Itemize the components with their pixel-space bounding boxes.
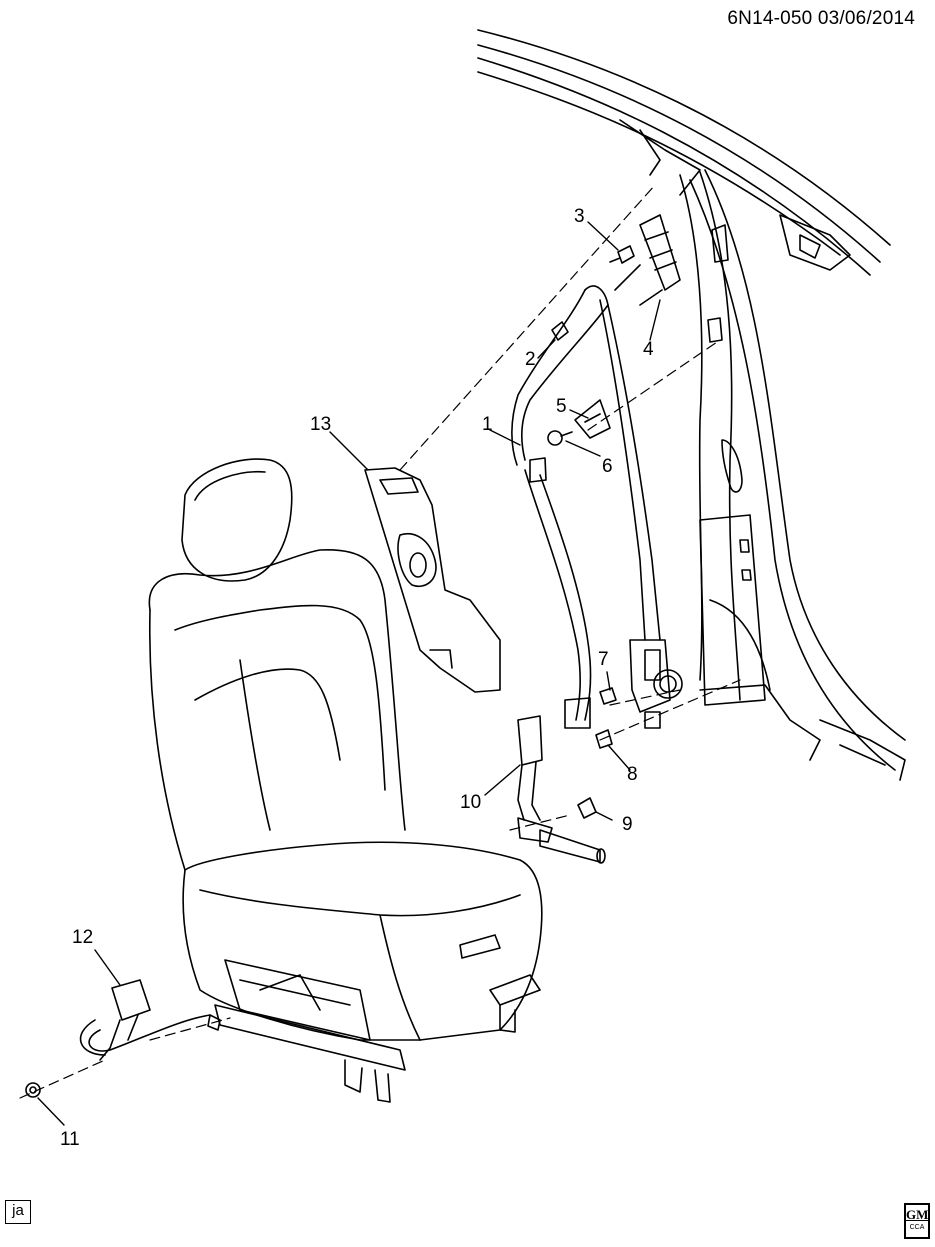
callout-7: 7 (598, 649, 609, 670)
buckle-part-12 (79, 979, 221, 1061)
bolt-part-7 (599, 687, 617, 705)
seat (148, 458, 543, 1103)
buckle-part-10 (517, 715, 606, 864)
height-adjuster-part-4 (614, 214, 681, 306)
callout-4: 4 (643, 339, 654, 360)
callout-labels: 1 2 3 4 5 6 7 8 9 10 11 12 13 (60, 206, 654, 1150)
body-pillar (477, 29, 906, 781)
callout-12: 12 (72, 927, 93, 948)
callout-13: 13 (310, 414, 331, 435)
bolt-part-9 (577, 797, 597, 819)
gm-logo-text: GM (906, 1207, 929, 1222)
callout-6: 6 (602, 456, 613, 477)
callout-11: 11 (60, 1129, 80, 1150)
gm-logo-subtext: CCA (909, 1224, 925, 1231)
callout-10: 10 (460, 792, 481, 813)
retractor (629, 639, 683, 729)
callout-3: 3 (574, 206, 585, 227)
alignment-lines (19, 184, 741, 1099)
callout-5: 5 (556, 396, 567, 417)
nut-part-11 (25, 1082, 41, 1098)
callout-8: 8 (627, 764, 638, 785)
callout-1: 1 (482, 414, 493, 435)
diagram-code: 6N14-050 03/06/2014 (727, 8, 915, 29)
bolt-part-8 (595, 729, 613, 749)
guide-part-5 (574, 399, 611, 439)
gm-logo: GM CCA (904, 1203, 930, 1239)
bolt-part-3 (609, 245, 635, 264)
callout-2: 2 (525, 349, 536, 370)
seat-belt-webbing-part-1 (511, 285, 661, 729)
leader-lines (37, 221, 661, 1126)
bolt-part-6 (547, 430, 573, 446)
callout-9: 9 (622, 814, 633, 835)
trim-panel-part-13 (364, 467, 501, 693)
language-code-box: ja (5, 1200, 31, 1224)
